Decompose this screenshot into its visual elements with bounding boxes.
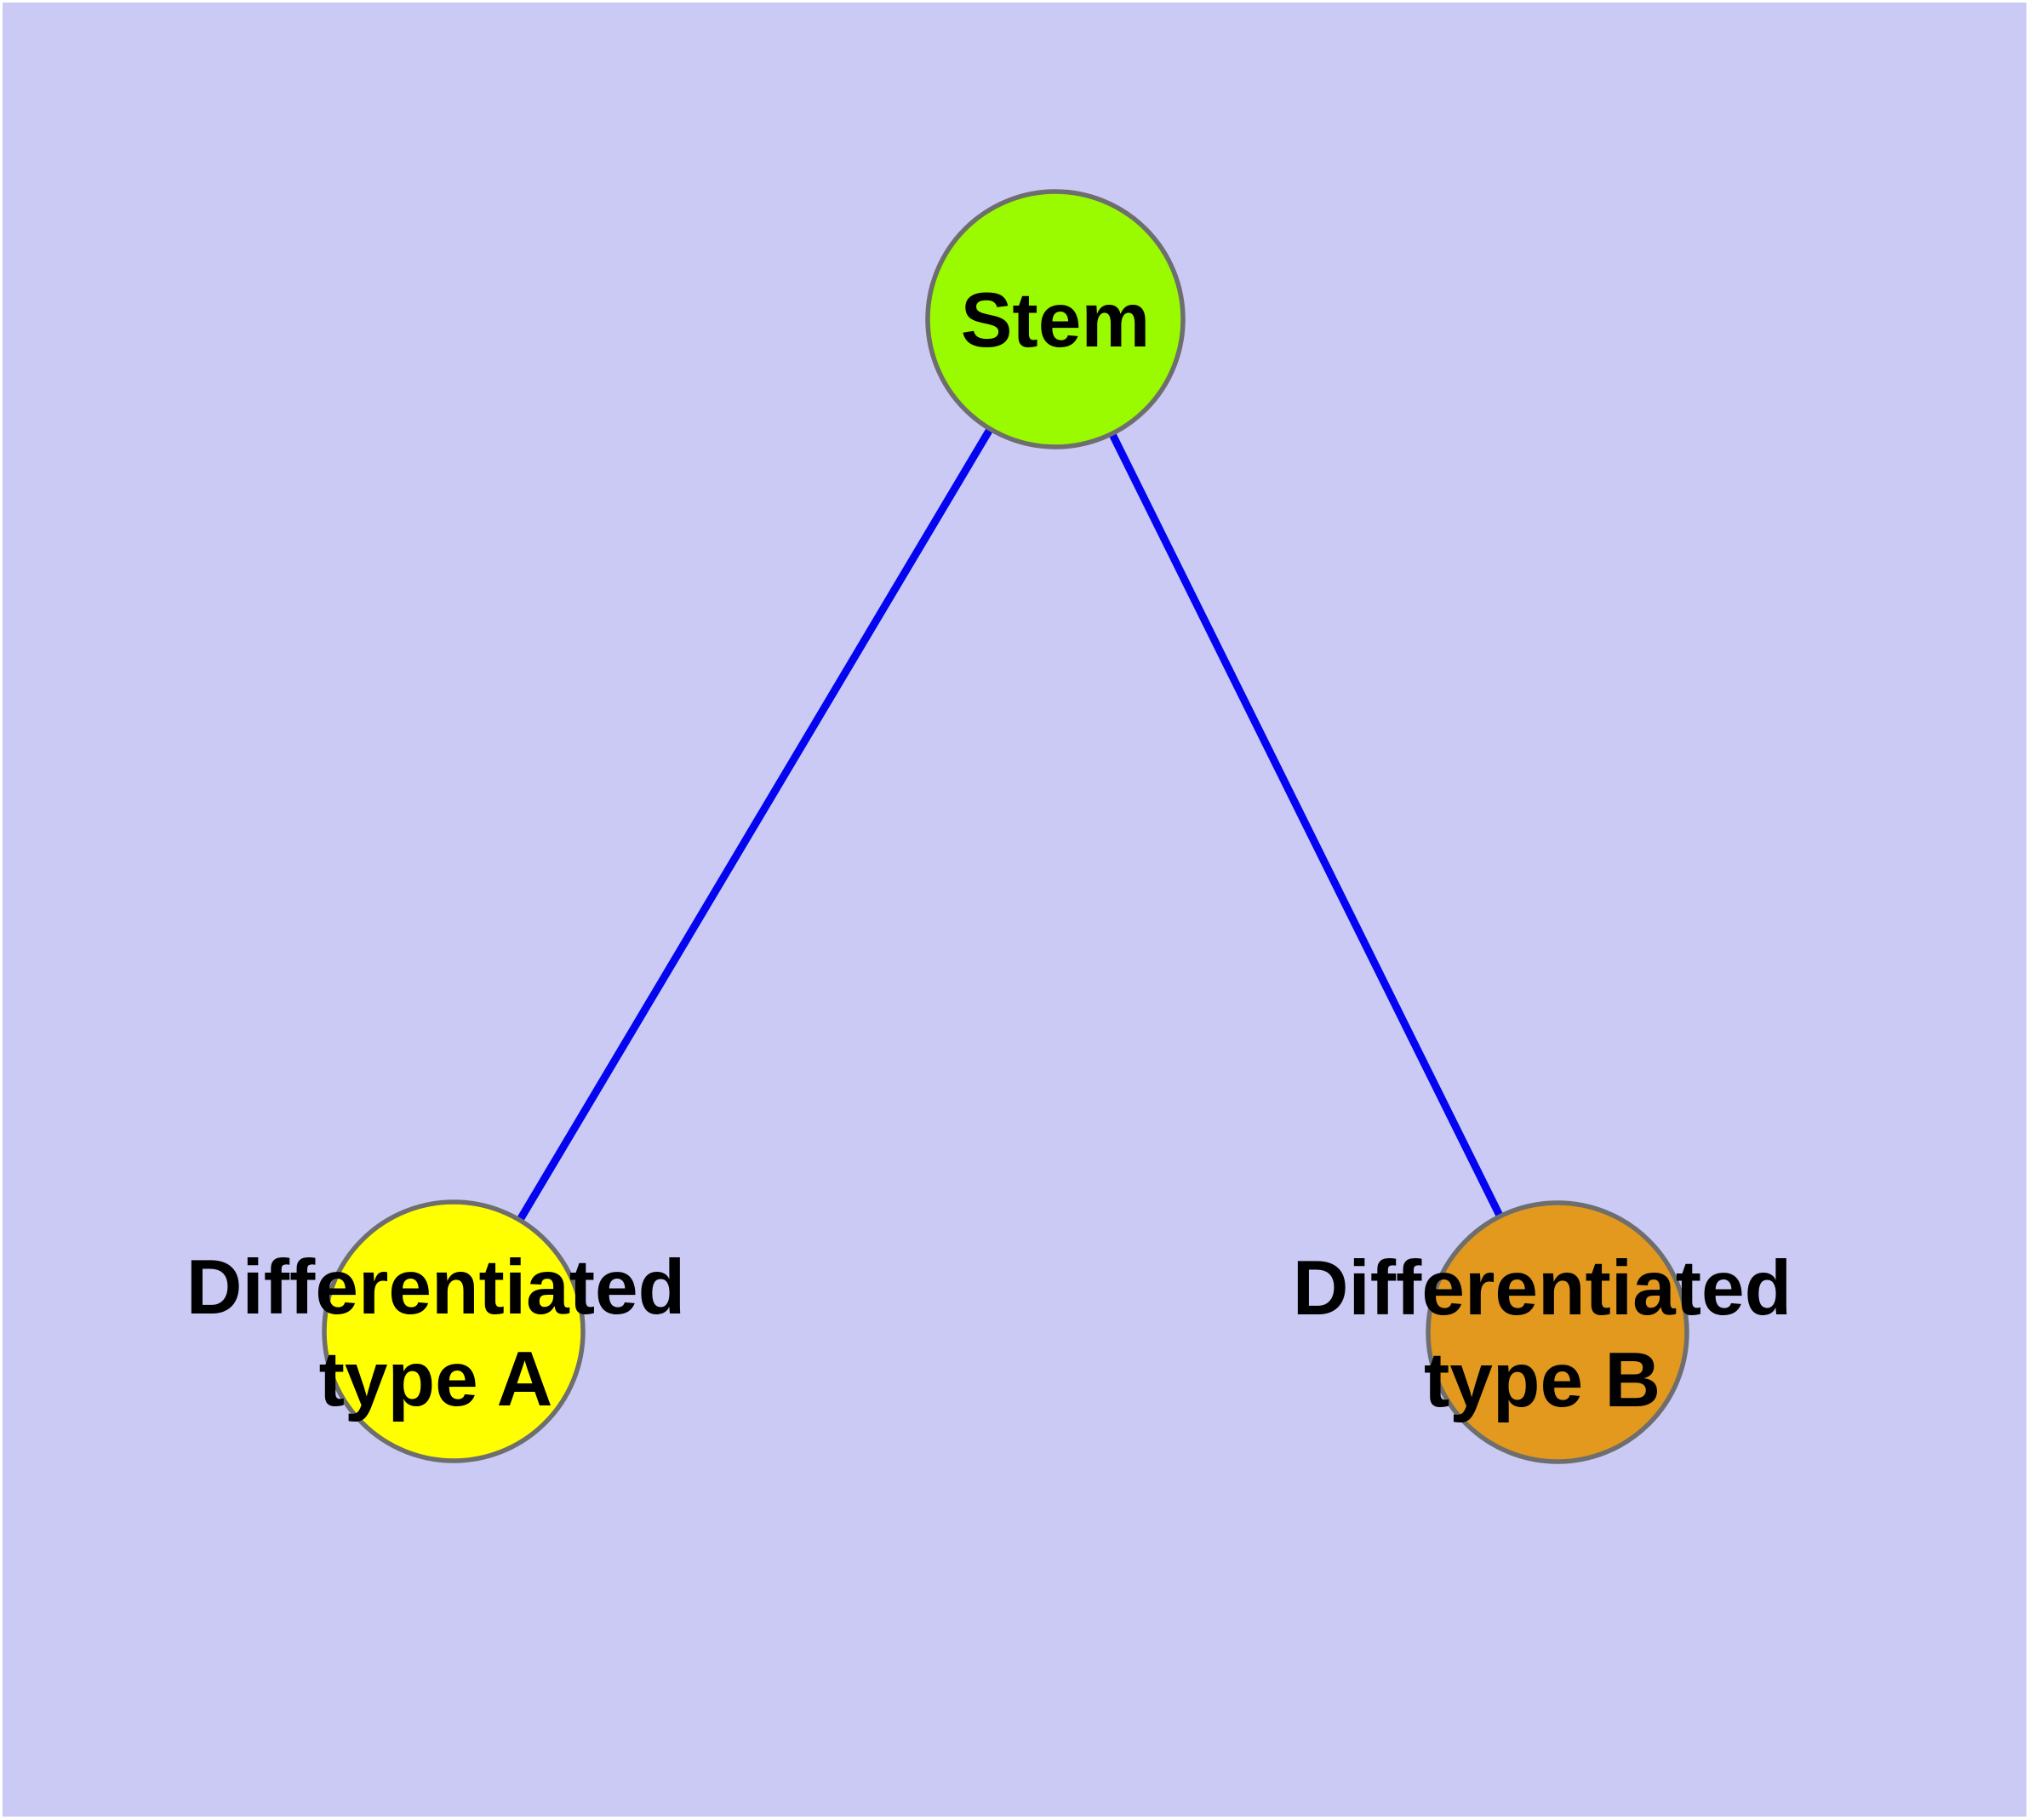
node-stem-label: Stem [961, 275, 1151, 367]
node-type-b-label-line2: type B [1423, 1337, 1661, 1423]
node-type-a-label: Differentiated type A [186, 1242, 686, 1426]
node-type-b-label-line1: Differentiated [1292, 1245, 1792, 1331]
edge-stem-to-type-b [1051, 318, 1562, 1334]
node-type-b-circle [1426, 1200, 1689, 1464]
node-stem-label-text: Stem [960, 278, 1151, 363]
node-stem-circle [925, 189, 1186, 449]
node-type-a-label-line2: type A [318, 1336, 553, 1422]
node-type-a-circle [322, 1199, 586, 1463]
edge-stem-to-type-a [450, 317, 1059, 1334]
node-type-b-label: Differentiated type B [1293, 1243, 1792, 1427]
node-type-a-label-line1: Differentiated [186, 1245, 686, 1331]
